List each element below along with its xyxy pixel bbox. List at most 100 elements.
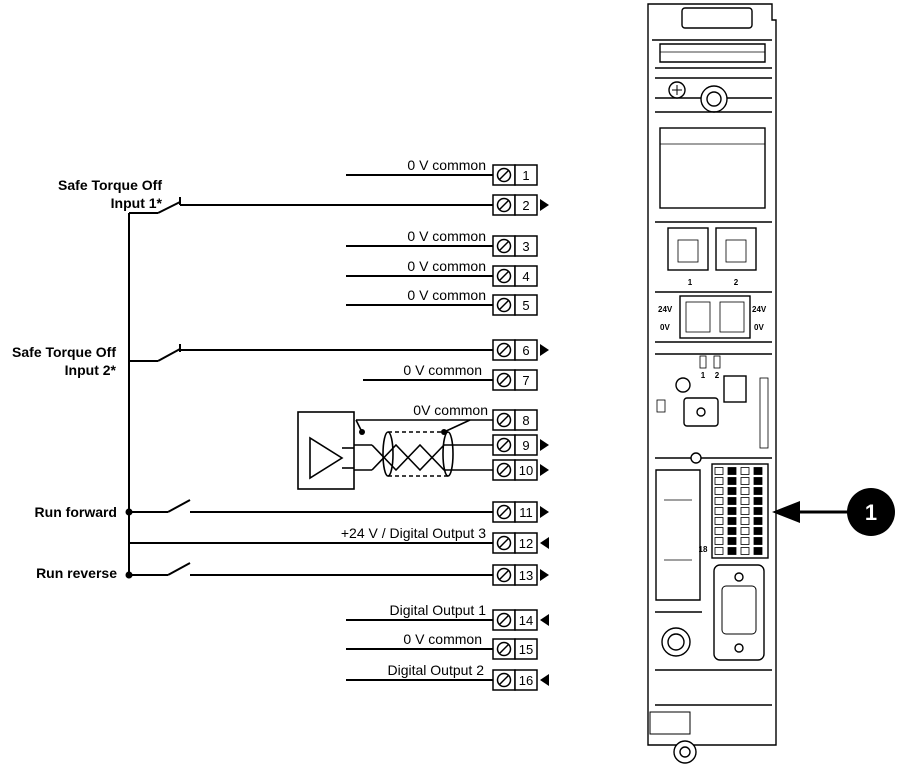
sto1-label-line2: Input 1*	[111, 195, 163, 211]
terminal-number: 15	[519, 642, 533, 657]
terminal-16: 16	[492, 669, 549, 691]
sto2-label-line1: Safe Torque Off	[12, 344, 116, 360]
terminal-5-label: 0 V common	[407, 287, 486, 303]
control-terminal-cell	[753, 477, 763, 485]
run-forward-label: Run forward	[35, 504, 117, 520]
control-terminal-cell	[753, 537, 763, 545]
control-terminal-cell	[740, 477, 750, 485]
terminal-number-box	[514, 434, 538, 456]
sto2-label-line2: Input 2*	[65, 362, 117, 378]
power-label-0v-right: 0V	[754, 323, 764, 332]
side-rail	[655, 469, 701, 601]
control-terminal-cell	[740, 497, 750, 505]
terminal-12-label: +24 V / Digital Output 3	[341, 525, 486, 541]
terminal-number: 3	[522, 239, 529, 254]
terminal-screw-icon	[496, 238, 512, 254]
terminal-screw-icon	[496, 437, 512, 453]
led-1-label: 1	[701, 371, 706, 380]
terminal-10: 10	[492, 459, 549, 481]
terminal-number: 11	[519, 505, 533, 520]
terminal-number-box	[514, 265, 538, 287]
power-label-0v-left: 0V	[660, 323, 670, 332]
terminal-number-box	[514, 294, 538, 316]
status-led	[675, 377, 691, 393]
drive-labels: 1 2 24V 0V 24V 0V 1 2 18	[658, 278, 767, 554]
analog-input-circuit	[297, 411, 493, 490]
terminal-number: 4	[522, 269, 529, 284]
top-latch	[681, 7, 753, 29]
terminal-screw-icon	[496, 342, 512, 358]
sto1-label-line1: Safe Torque Off	[58, 177, 162, 193]
control-terminal-cell	[727, 547, 737, 555]
terminal-number-box	[514, 459, 538, 481]
terminal-number-box	[514, 564, 538, 586]
control-terminal-cell	[714, 497, 724, 505]
input-arrow-icon	[540, 464, 549, 476]
run-reverse-switch-blade	[167, 562, 191, 576]
terminal-number: 16	[519, 673, 533, 688]
port-1-label: 1	[688, 278, 693, 287]
control-terminal-cell	[740, 517, 750, 525]
terminal-3: 3	[492, 235, 538, 257]
display-window	[659, 127, 766, 209]
control-terminal-cell	[727, 467, 737, 475]
terminal-screw-icon	[496, 672, 512, 688]
control-terminal-cell	[753, 517, 763, 525]
control-terminal-cell	[714, 547, 724, 555]
junction-dots	[125, 508, 133, 579]
control-terminal-cell	[753, 547, 763, 555]
control-terminal-cell	[740, 547, 750, 555]
terminal-11: 11	[492, 501, 549, 523]
terminal-number-box	[514, 501, 538, 523]
terminal-screw-icon	[496, 462, 512, 478]
terminal-number-box	[514, 369, 538, 391]
run-forward-switch-blade	[167, 499, 191, 513]
terminal-2: 2	[492, 194, 549, 216]
terminal-1-label: 0 V common	[407, 157, 486, 173]
terminal-screw-icon	[496, 641, 512, 657]
control-terminal-cell	[714, 527, 724, 535]
terminal-number: 12	[519, 536, 533, 551]
terminal-block-marker: 18	[699, 545, 708, 554]
control-terminal-cell	[714, 487, 724, 495]
sto1-label: Safe Torque Off Input 1*	[58, 177, 163, 211]
terminal-3-label: 0 V common	[407, 228, 486, 244]
bottom-connector	[649, 711, 691, 735]
terminal-screw-icon	[496, 567, 512, 583]
terminal-number-box	[514, 532, 538, 554]
control-terminal-cell	[714, 507, 724, 515]
terminal-number: 14	[519, 613, 533, 628]
terminal-screw-icon	[496, 167, 512, 183]
terminal-number: 9	[522, 438, 529, 453]
port-2-label: 2	[734, 278, 739, 287]
control-terminal-cell	[727, 487, 737, 495]
terminal-screw-icon	[496, 535, 512, 551]
terminal-15-label: 0 V common	[403, 631, 482, 647]
control-terminal-cell	[740, 537, 750, 545]
terminal-screw-icon	[496, 268, 512, 284]
power-label-24v-right: 24V	[752, 305, 767, 314]
terminal-14-label: Digital Output 1	[390, 602, 487, 618]
control-terminal-cell	[714, 477, 724, 485]
terminal-number: 1	[522, 168, 529, 183]
control-terminal-cell	[727, 507, 737, 515]
input-arrow-icon	[540, 569, 549, 581]
terminal-screw-icon	[496, 197, 512, 213]
run-reverse-junction	[125, 571, 133, 579]
terminal-screw-icon	[496, 504, 512, 520]
run-reverse-label: Run reverse	[36, 565, 117, 581]
terminal-number: 13	[519, 568, 533, 583]
input-arrow-icon	[540, 439, 549, 451]
output-arrow-icon	[540, 674, 549, 686]
terminal-13: 13	[492, 564, 549, 586]
output-arrow-icon	[540, 537, 549, 549]
led-2	[713, 355, 721, 369]
control-terminal-cell	[727, 477, 737, 485]
terminal-number: 2	[522, 198, 529, 213]
terminal-screw-icon	[496, 412, 512, 428]
terminal-labels: 0 V common 0 V common 0 V common 0 V common…	[341, 157, 488, 678]
led-1	[699, 355, 707, 369]
twisted-pair-wire-b	[371, 443, 493, 472]
